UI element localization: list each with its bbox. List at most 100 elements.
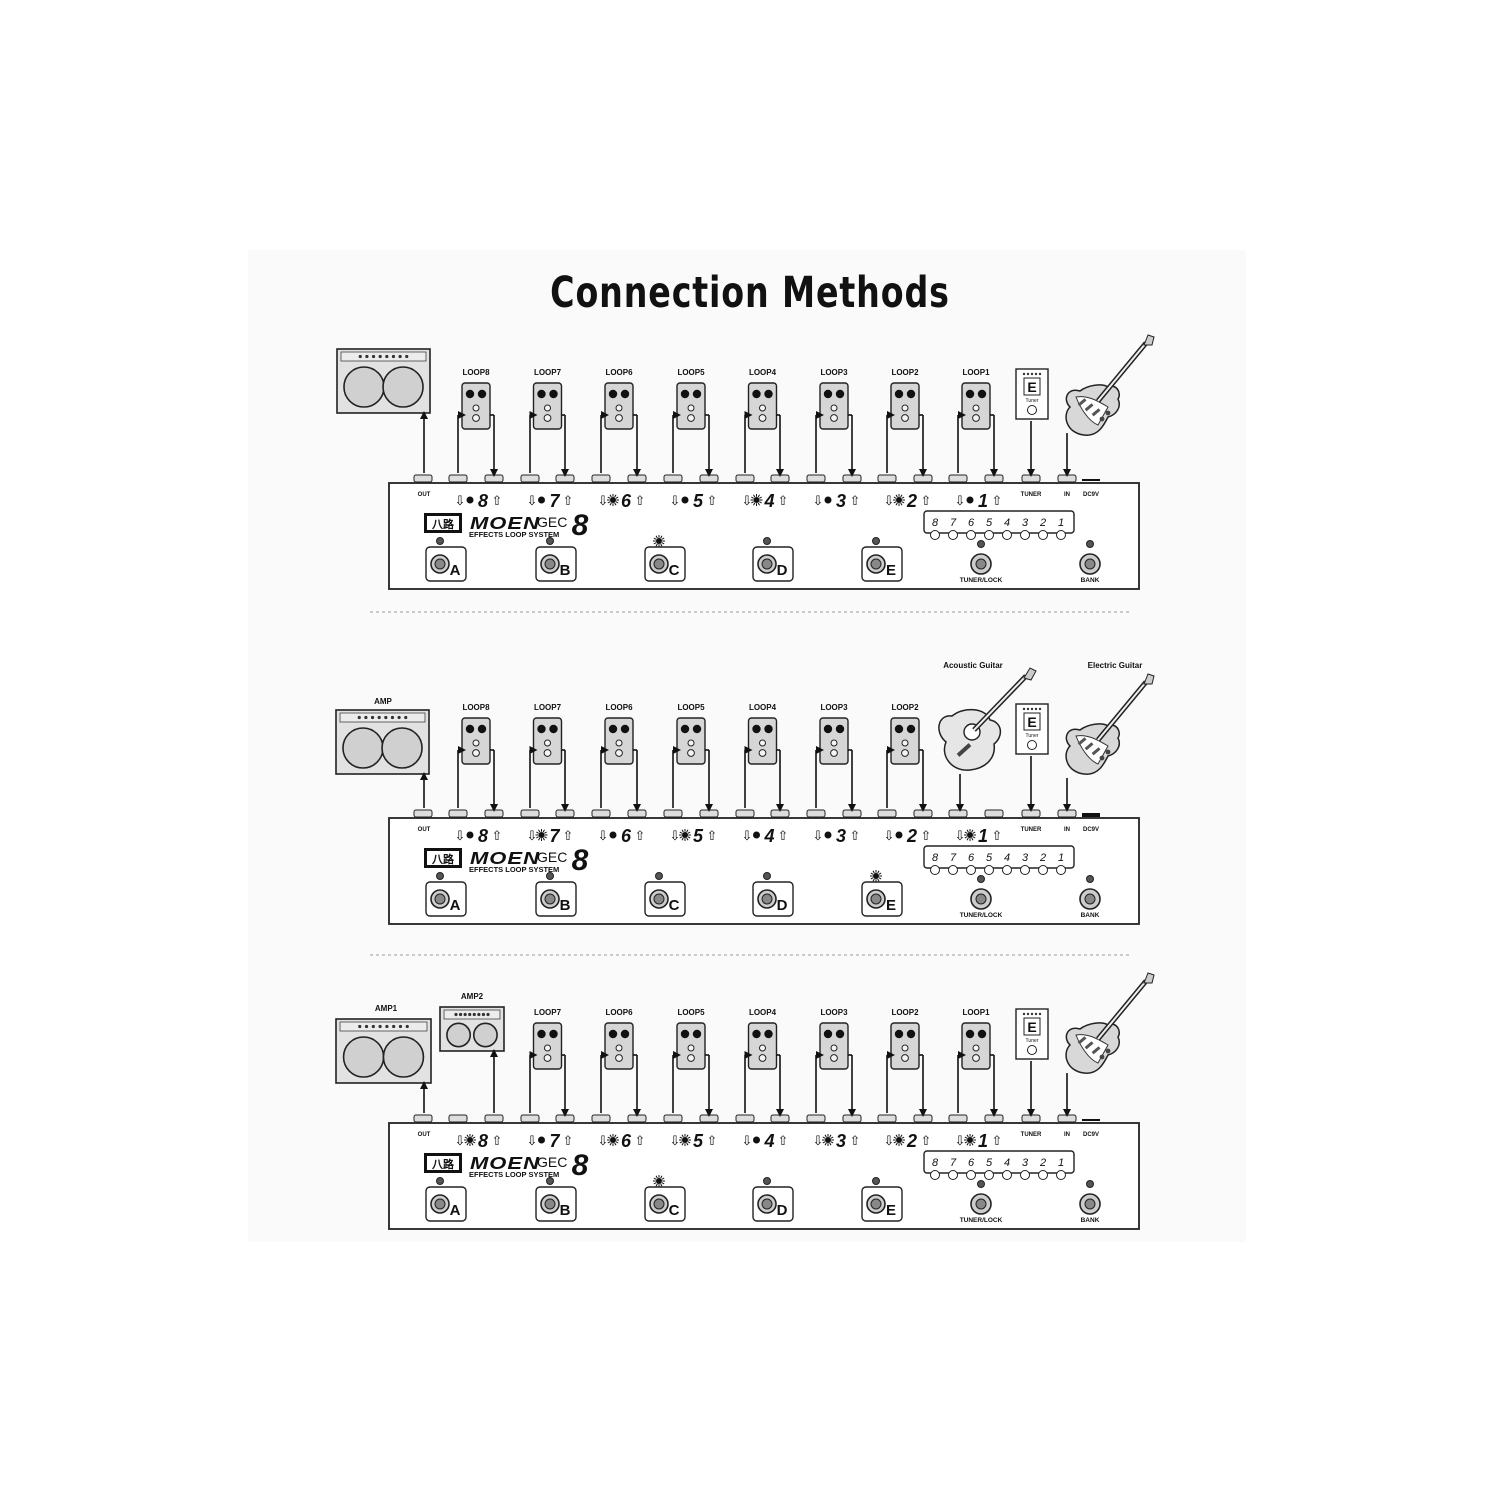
- product-tagline: EFFECTS LOOP SYSTEM: [469, 1170, 559, 1179]
- pedal-footswitch: [615, 414, 623, 422]
- footswitch-a: A: [425, 872, 467, 917]
- chinese-badge-inner: [427, 1156, 459, 1170]
- indicator-led: [1038, 1170, 1048, 1180]
- indicator-digit: 8: [932, 852, 939, 864]
- loop-label: LOOP1: [962, 1008, 990, 1017]
- ray: [822, 1141, 826, 1144]
- indicator-led: [966, 1170, 976, 1180]
- bank-led: [1086, 1180, 1094, 1188]
- jack-socket: [842, 474, 862, 483]
- tuner-lock-label: TUNER/LOCK: [960, 1217, 1003, 1224]
- loop-number: 1: [978, 491, 988, 511]
- pedal-footswitch: [901, 749, 909, 757]
- pedal-knob: [835, 724, 845, 734]
- amp-knob: [365, 354, 369, 359]
- model-number: 8: [572, 844, 589, 877]
- ray: [464, 1136, 468, 1139]
- pedal-footswitch: [543, 749, 552, 757]
- speaker-cone: [343, 366, 385, 408]
- indicator-led: [1002, 530, 1012, 540]
- ray: [872, 878, 875, 882]
- ray: [653, 542, 657, 545]
- jack-socket: [663, 1114, 683, 1123]
- loop-number: 4: [763, 491, 774, 511]
- ray: [972, 831, 976, 834]
- jack-socket: [555, 1114, 575, 1123]
- footswitch-cap: [544, 893, 556, 905]
- loop-label: LOOP5: [677, 703, 705, 712]
- footswitch-led: [872, 537, 880, 545]
- pedal-footswitch: [472, 414, 480, 422]
- ray: [895, 502, 898, 506]
- footswitch-cap: [653, 1198, 665, 1210]
- electric-guitar: [1065, 972, 1155, 1074]
- effect-pedal: [461, 382, 491, 430]
- pedal-footswitch: [901, 1054, 909, 1062]
- tuner-display: [1023, 712, 1041, 731]
- guitar-pickup: [1091, 747, 1101, 756]
- pedal-knob: [752, 389, 761, 399]
- return-arrow-icon: ⇧: [992, 493, 1003, 508]
- pedal-led: [759, 1044, 766, 1052]
- loop-led: [895, 831, 903, 839]
- ray: [895, 1134, 898, 1138]
- jack-label-tuner: TUNER: [1021, 1132, 1042, 1138]
- amp-knob: [405, 1024, 409, 1029]
- amp-knob: [377, 715, 381, 720]
- pedal-led: [972, 404, 980, 412]
- ray: [971, 829, 974, 833]
- speaker-cone: [342, 727, 384, 769]
- active-indicator-icon: [964, 829, 976, 841]
- pedal-knob: [620, 724, 630, 734]
- loop-led: [966, 496, 974, 504]
- active-indicator-icon: [679, 1134, 691, 1146]
- ray: [661, 542, 665, 545]
- pedal-footswitch: [830, 1054, 838, 1062]
- amp-knob: [370, 715, 375, 720]
- jack-socket: [877, 474, 897, 483]
- ray: [829, 1142, 832, 1146]
- send-arrow-icon: ⇩: [742, 493, 753, 508]
- loop-number: 4: [763, 1131, 774, 1151]
- effect-pedal: [604, 717, 634, 765]
- pedal-footswitch: [758, 749, 767, 757]
- center: [825, 1137, 831, 1143]
- indicator-led: [948, 865, 958, 875]
- ray: [544, 831, 547, 834]
- footswitch-led: [436, 872, 444, 880]
- send-arrow-icon: ⇩: [813, 493, 824, 508]
- footswitch-label: C: [669, 1202, 680, 1219]
- ray: [686, 1134, 689, 1138]
- pedal-knob: [465, 724, 475, 734]
- indicator-led: [1002, 865, 1012, 875]
- ray: [964, 1141, 968, 1144]
- jack-label-tuner: TUNER: [1021, 827, 1042, 833]
- loop-label: LOOP3: [820, 703, 848, 712]
- pedal-knob: [752, 1029, 761, 1039]
- jack-socket: [699, 809, 719, 818]
- ray: [900, 1142, 903, 1146]
- chinese-badge-text: 八路: [431, 852, 455, 866]
- ray: [877, 870, 880, 874]
- guitar-headstock: [1143, 673, 1155, 685]
- bank-label: BANK: [1081, 912, 1100, 919]
- return-arrow-icon: ⇧: [850, 493, 861, 508]
- tuner-lock-switch-cap: [975, 893, 987, 905]
- indicator-led: [930, 865, 940, 875]
- model-number: 8: [572, 1149, 589, 1182]
- ray: [472, 1141, 476, 1144]
- loop-number: 2: [906, 491, 917, 511]
- loop-label: LOOP1: [962, 368, 990, 377]
- jack-socket: [413, 1114, 433, 1123]
- indicator-led: [984, 530, 994, 540]
- pedal-led: [615, 1044, 623, 1052]
- pedal-knob: [965, 1029, 975, 1039]
- tuner-led: [1034, 1012, 1038, 1016]
- footswitch-cap: [761, 893, 773, 905]
- ray: [615, 496, 619, 499]
- amp-label: AMP1: [375, 1004, 398, 1013]
- return-arrow-icon: ⇧: [635, 493, 646, 508]
- jack-socket: [1021, 1114, 1041, 1123]
- ray: [472, 1136, 476, 1139]
